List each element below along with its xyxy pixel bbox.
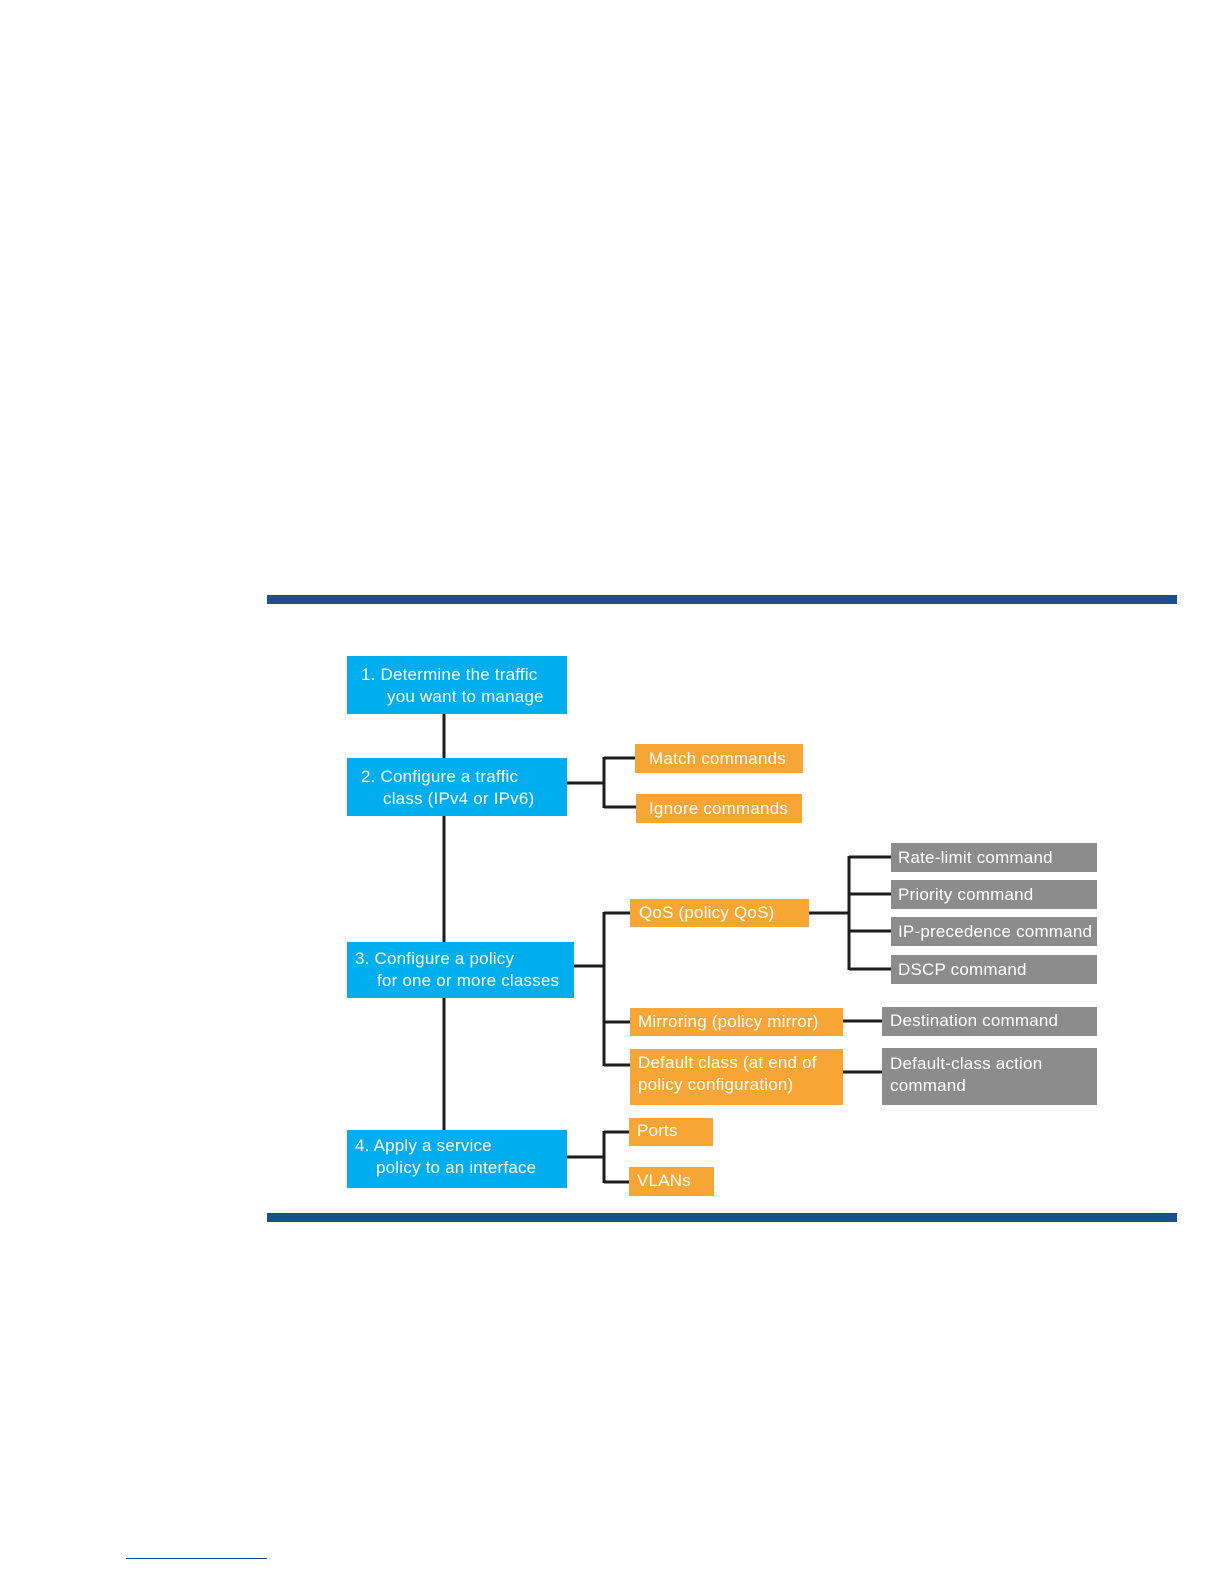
figure-top-rule xyxy=(267,595,1177,604)
figure-bottom-rule xyxy=(267,1213,1177,1222)
step-3-line-2: for one or more classes xyxy=(377,971,560,990)
vlans-label: VLANs xyxy=(637,1171,691,1190)
ignore-commands-label: Ignore commands xyxy=(649,799,789,818)
step-4-box: 4. Apply a service policy to an interfac… xyxy=(347,1130,567,1188)
footnote-separator xyxy=(126,1558,267,1559)
step-4-line-1: 4. Apply a service xyxy=(355,1136,492,1155)
step-1-line-1: 1. Determine the traffic xyxy=(361,665,538,684)
default-class-action-line-1: Default-class action xyxy=(890,1054,1043,1073)
qos-policy-label: QoS (policy QoS) xyxy=(639,903,775,922)
step-1-line-2: you want to manage xyxy=(387,687,544,706)
default-class-box: Default class (at end of policy configur… xyxy=(630,1049,843,1105)
ignore-commands-box: Ignore commands xyxy=(636,794,802,823)
rate-limit-command-label: Rate-limit command xyxy=(898,848,1053,867)
vlans-box: VLANs xyxy=(629,1167,714,1196)
ports-box: Ports xyxy=(629,1118,713,1146)
default-class-action-box: Default-class action command xyxy=(882,1048,1097,1105)
destination-command-box: Destination command xyxy=(882,1007,1097,1036)
default-class-action-line-2: command xyxy=(890,1076,967,1095)
mirroring-policy-box: Mirroring (policy mirror) xyxy=(630,1008,843,1036)
dscp-command-box: DSCP command xyxy=(891,955,1097,984)
match-commands-box: Match commands xyxy=(635,744,803,773)
step-3-box: 3. Configure a policy for one or more cl… xyxy=(347,942,574,998)
mirroring-policy-label: Mirroring (policy mirror) xyxy=(638,1012,819,1031)
default-class-line-1: Default class (at end of xyxy=(638,1053,817,1072)
step-2-line-2: class (IPv4 or IPv6) xyxy=(383,789,535,808)
qos-policy-box: QoS (policy QoS) xyxy=(630,899,809,927)
default-class-line-2: policy configuration) xyxy=(638,1075,794,1094)
rate-limit-command-box: Rate-limit command xyxy=(891,843,1097,872)
step-2-box: 2. Configure a traffic class (IPv4 or IP… xyxy=(347,758,567,816)
destination-command-label: Destination command xyxy=(890,1011,1059,1030)
ip-precedence-command-box: IP-precedence command xyxy=(891,917,1097,946)
match-commands-label: Match commands xyxy=(649,749,786,768)
step-2-line-1: 2. Configure a traffic xyxy=(361,767,519,786)
step-1-box: 1. Determine the traffic you want to man… xyxy=(347,656,567,714)
step-3-line-1: 3. Configure a policy xyxy=(355,949,515,968)
ip-precedence-command-label: IP-precedence command xyxy=(898,922,1093,941)
dscp-command-label: DSCP command xyxy=(898,960,1027,979)
ports-label: Ports xyxy=(637,1121,678,1140)
priority-command-box: Priority command xyxy=(891,880,1097,909)
priority-command-label: Priority command xyxy=(898,885,1034,904)
step-4-line-2: policy to an interface xyxy=(376,1158,537,1177)
